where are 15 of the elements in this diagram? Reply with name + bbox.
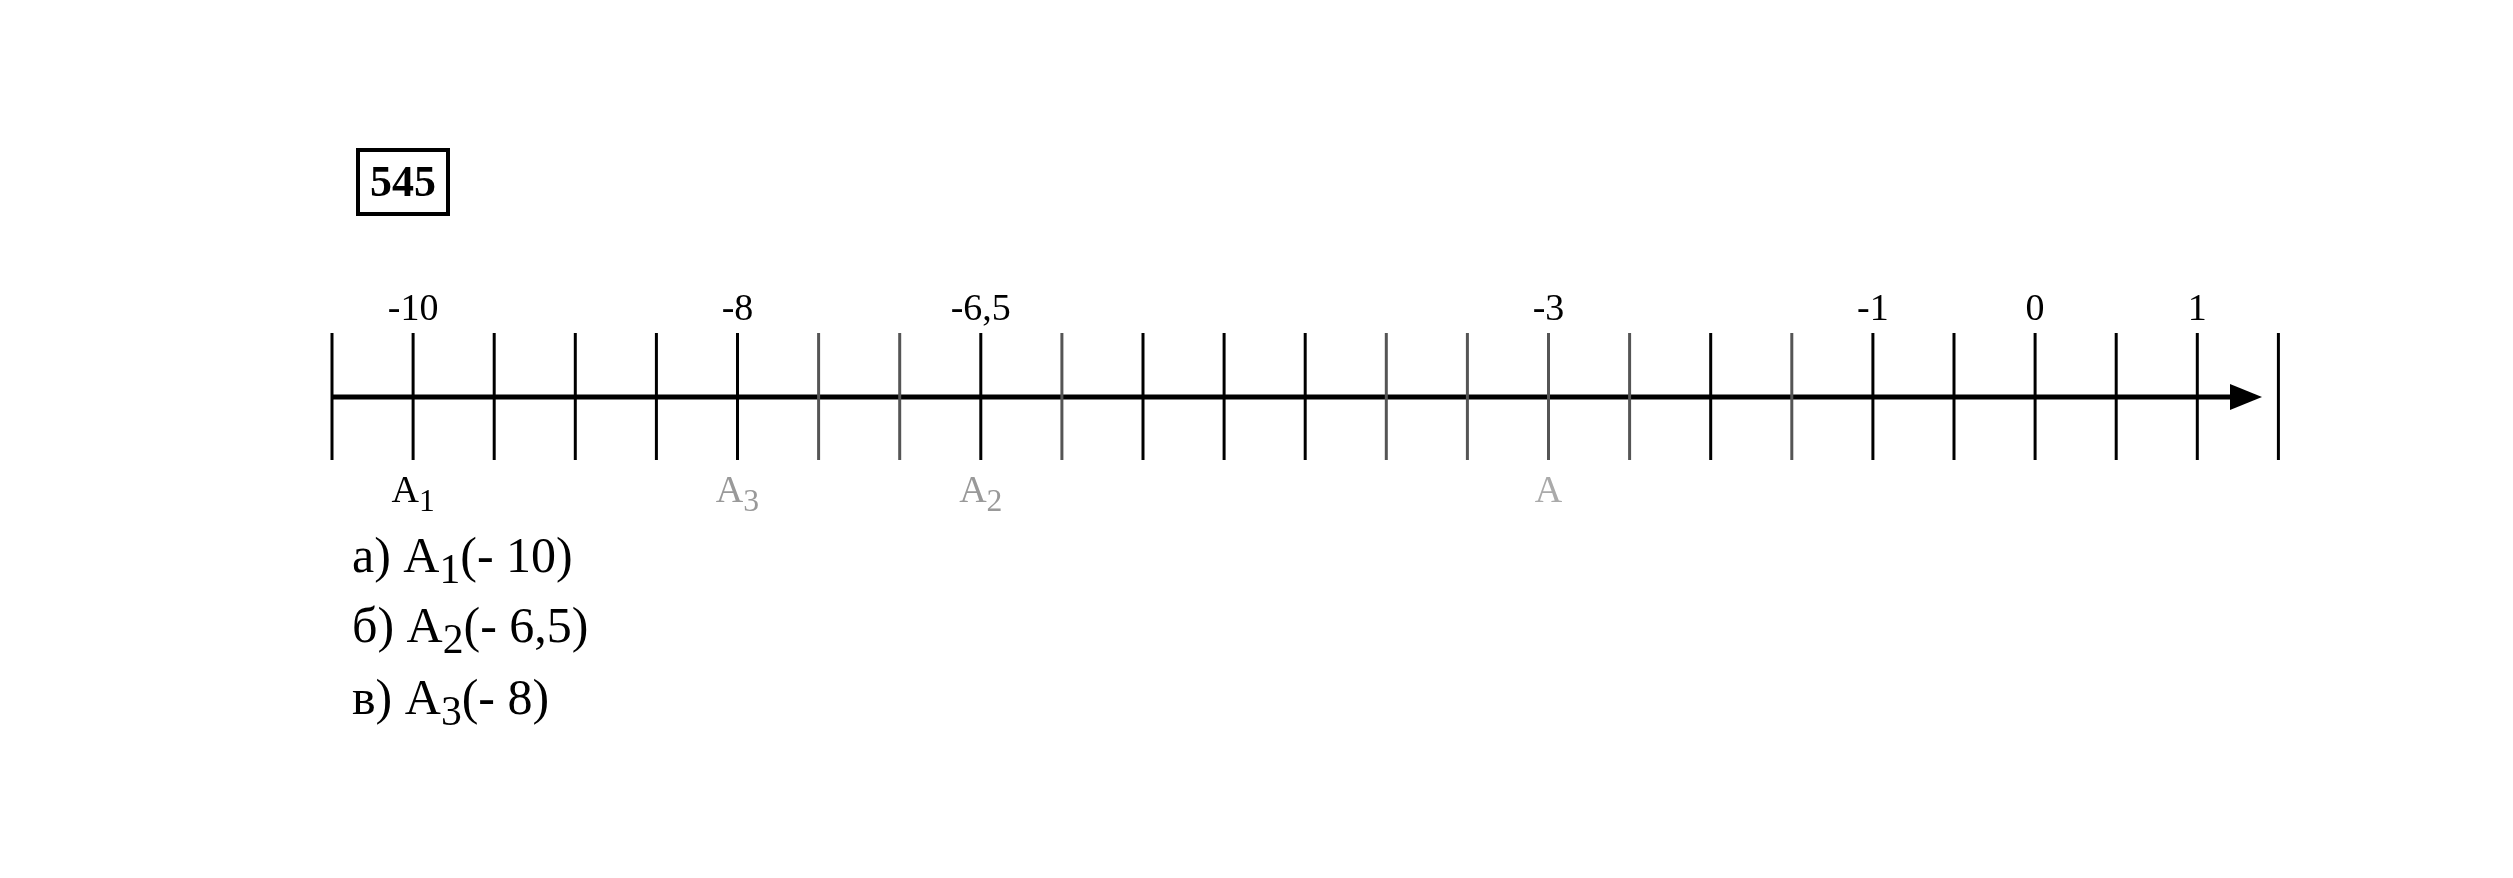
point-label: A$_{3}$	[715, 470, 760, 517]
answer-text: б) A$_{2}$(- 6,5)	[352, 600, 589, 661]
tick-label: 1	[2187, 288, 2207, 326]
tick-label: -8	[721, 288, 754, 326]
tick-label: 0	[2025, 288, 2045, 326]
answer-text: в) A$_{3}$(- 8)	[352, 672, 550, 733]
tick-label: -10	[387, 288, 439, 326]
tick-label: -3	[1532, 288, 1565, 326]
tick-label: -6,5	[950, 288, 1011, 326]
answer-text: а) A$_{1}$(- 10)	[352, 530, 573, 591]
exercise-number: 545	[356, 148, 450, 216]
tick-label: -1	[1857, 288, 1889, 326]
point-label: A$_{1}$	[391, 470, 435, 517]
point-label: A$_{2}$	[959, 470, 1003, 517]
point-label: A	[1534, 470, 1563, 508]
